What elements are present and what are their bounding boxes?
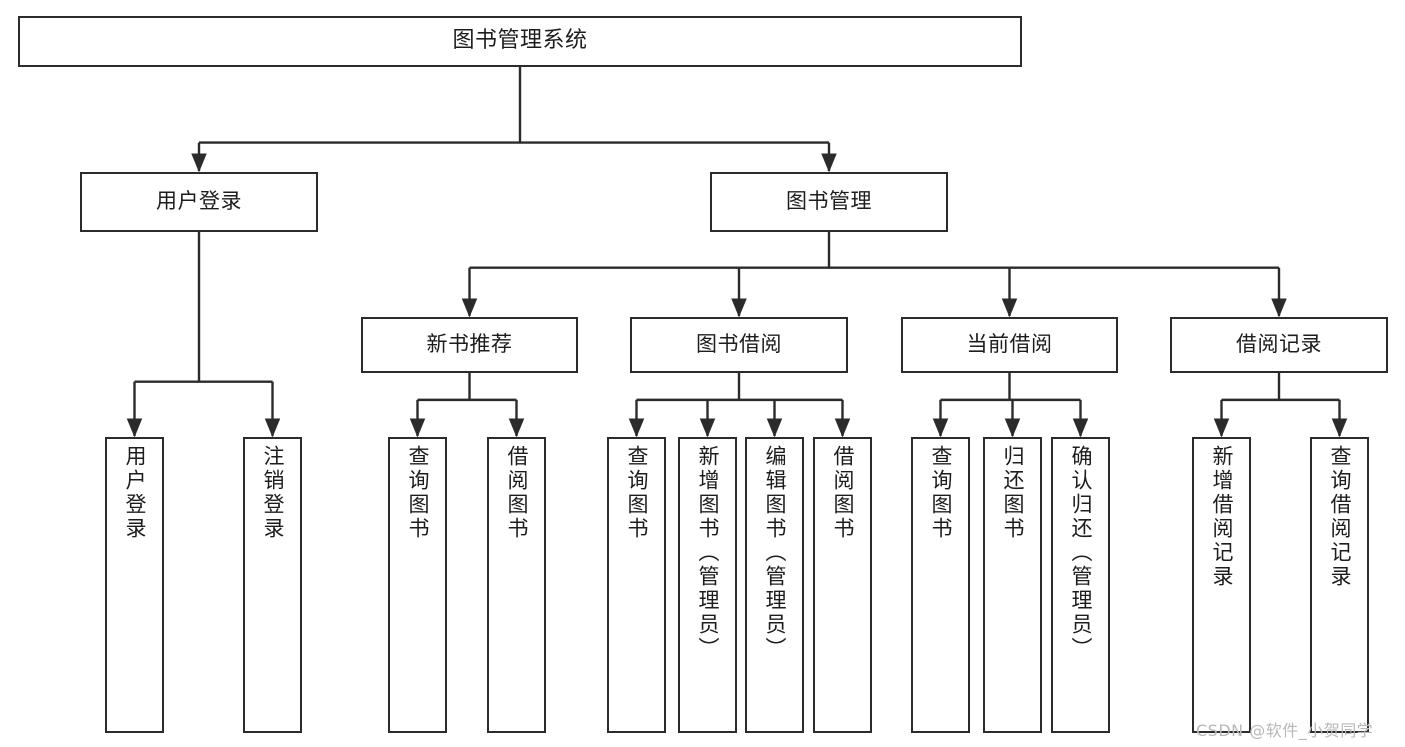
node-label: 编辑图书（管理员）: [763, 445, 787, 661]
node-label: 图书借阅: [696, 332, 782, 357]
leaf-query-book-1[interactable]: 查询图书: [388, 437, 447, 733]
leaf-add-borrow-record[interactable]: 新增借阅记录: [1192, 437, 1251, 733]
node-new-book-recommend[interactable]: 新书推荐: [361, 317, 578, 373]
node-label: 注销登录: [261, 445, 285, 541]
node-label: 借阅记录: [1236, 332, 1322, 357]
node-book-manage[interactable]: 图书管理: [710, 172, 948, 232]
node-label: 查询图书: [625, 445, 649, 541]
node-label: 查询借阅记录: [1328, 445, 1352, 589]
leaf-add-book[interactable]: 新增图书（管理员）: [678, 437, 737, 733]
node-label: 新增借阅记录: [1210, 445, 1234, 589]
leaf-confirm-return[interactable]: 确认归还（管理员）: [1051, 437, 1110, 733]
leaf-logout[interactable]: 注销登录: [243, 437, 302, 733]
node-label: 确认归还（管理员）: [1069, 445, 1093, 661]
node-label: 查询图书: [406, 445, 430, 541]
node-label: 图书管理系统: [452, 28, 588, 54]
node-book-borrow[interactable]: 图书借阅: [630, 317, 848, 373]
node-borrow-record[interactable]: 借阅记录: [1170, 317, 1388, 373]
leaf-borrow-book-2[interactable]: 借阅图书: [813, 437, 872, 733]
csdn-watermark: CSDN @软件_小贺同学: [1196, 721, 1374, 740]
node-label: 借阅图书: [831, 445, 855, 541]
leaf-borrow-book-1[interactable]: 借阅图书: [487, 437, 546, 733]
node-label: 新书推荐: [426, 332, 513, 357]
node-current-borrow[interactable]: 当前借阅: [901, 317, 1118, 373]
node-label: 借阅图书: [505, 445, 529, 541]
leaf-edit-book[interactable]: 编辑图书（管理员）: [745, 437, 804, 733]
node-root[interactable]: 图书管理系统: [18, 16, 1022, 67]
node-label: 用户登录: [123, 445, 147, 541]
node-label: 用户登录: [156, 189, 242, 214]
leaf-query-book-2[interactable]: 查询图书: [607, 437, 666, 733]
node-label: 新增图书（管理员）: [696, 445, 720, 661]
node-label: 图书管理: [786, 189, 872, 214]
leaf-query-book-3[interactable]: 查询图书: [911, 437, 970, 733]
node-label: 归还图书: [1001, 445, 1025, 541]
node-label: 查询图书: [929, 445, 953, 541]
leaf-return-book[interactable]: 归还图书: [983, 437, 1042, 733]
node-user-login[interactable]: 用户登录: [80, 172, 318, 232]
leaf-query-borrow-record[interactable]: 查询借阅记录: [1310, 437, 1369, 733]
leaf-user-login[interactable]: 用户登录: [105, 437, 164, 733]
node-label: 当前借阅: [966, 332, 1053, 357]
